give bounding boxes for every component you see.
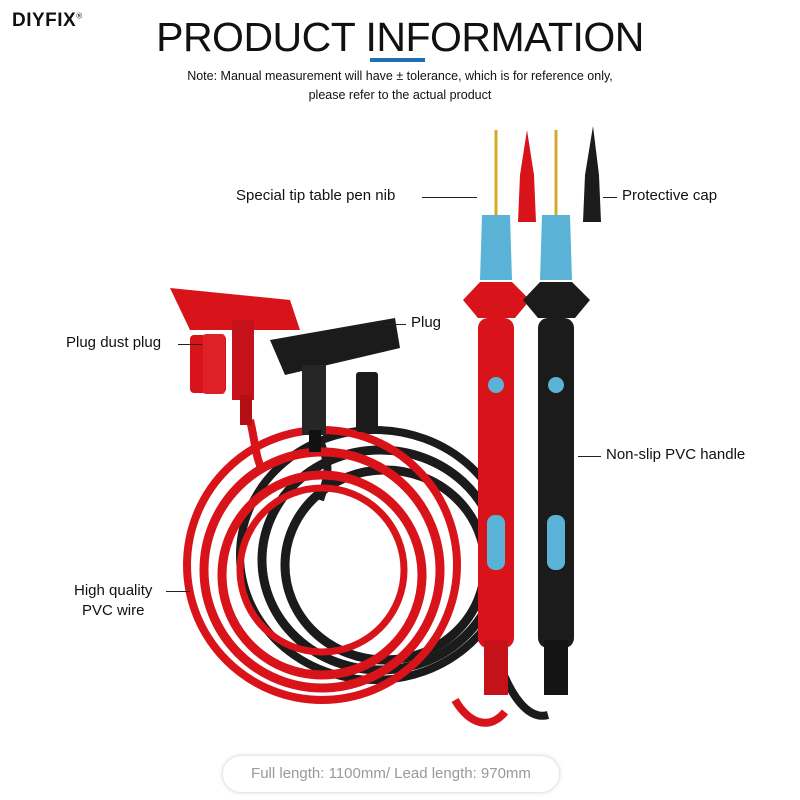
connector-tip xyxy=(422,197,477,198)
brand-logo: DIYFIX® xyxy=(12,10,83,32)
title-underline xyxy=(370,58,425,62)
label-wire-line1: High quality xyxy=(74,582,153,599)
connector-cap xyxy=(603,197,617,198)
note-line-1: Note: Manual measurement will have ± tol… xyxy=(187,69,613,83)
red-tip-cap xyxy=(518,130,536,222)
connector-wire xyxy=(166,591,190,592)
label-wire-line2: PVC wire xyxy=(81,602,145,619)
label-wire: High quality PVC wire xyxy=(74,581,152,621)
note-line-2: please refer to the actual product xyxy=(308,88,492,102)
length-info-pill: Full length: 1100mm/ Lead length: 970mm xyxy=(222,755,560,793)
brand-name: DIYFIX xyxy=(12,10,77,31)
connector-handle xyxy=(578,456,601,457)
label-plug: Plug xyxy=(411,314,442,331)
label-dust-plug: Plug dust plug xyxy=(66,334,162,351)
black-protective-cap xyxy=(583,126,601,222)
page-title: PRODUCT INFORMATION xyxy=(156,14,644,60)
black-dust-plug xyxy=(356,372,378,432)
black-probe xyxy=(523,130,590,695)
label-handle: Non-slip PVC handle xyxy=(606,446,746,463)
brand-mark: ® xyxy=(76,11,83,21)
label-cap: Protective cap xyxy=(622,187,718,204)
connector-plug xyxy=(384,324,406,325)
red-probe xyxy=(463,130,530,695)
black-banana-plug xyxy=(270,318,400,452)
label-tip: Special tip table pen nib xyxy=(236,187,396,204)
connector-dust-plug xyxy=(178,344,202,345)
length-info-text: Full length: 1100mm/ Lead length: 970mm xyxy=(251,765,531,782)
red-dust-plug xyxy=(203,334,225,394)
